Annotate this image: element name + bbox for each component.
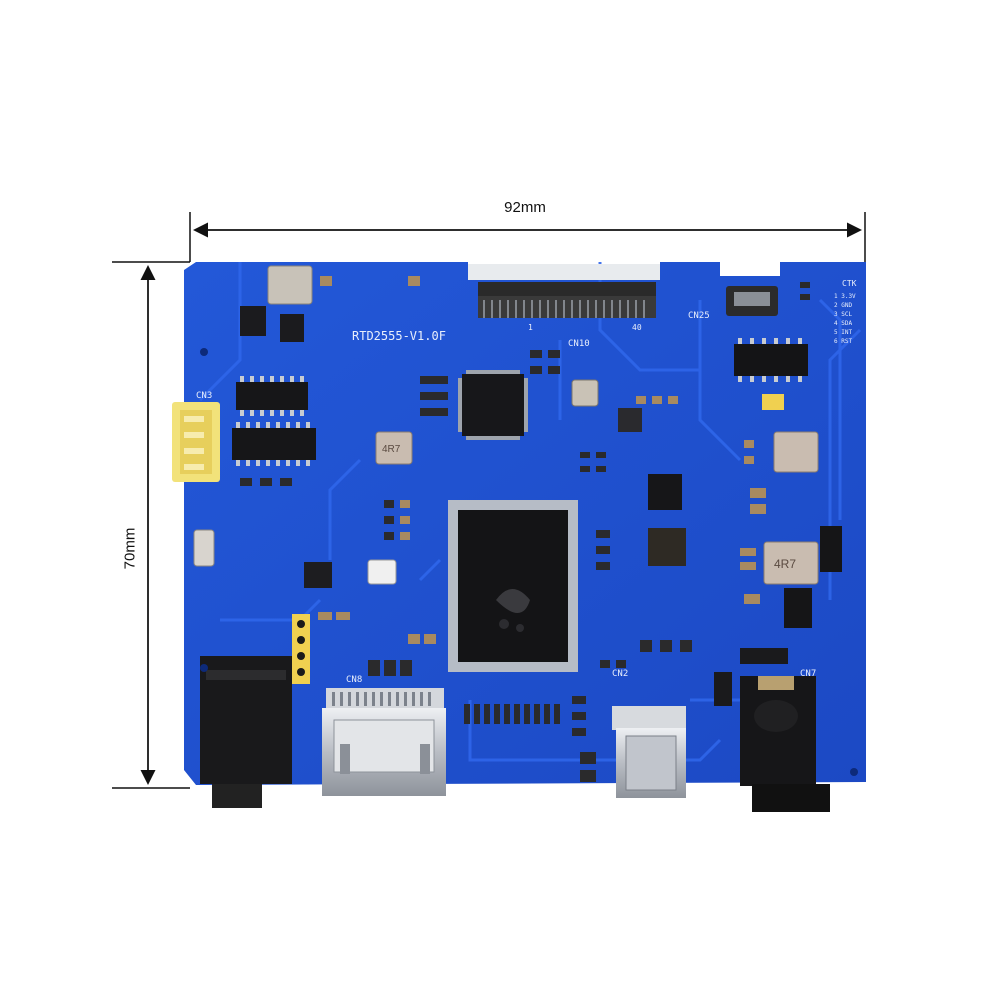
width-dimension-label: 92mm	[504, 199, 546, 216]
silk-cn25: CN25	[688, 311, 710, 321]
ic-u4	[304, 562, 332, 588]
smd-components	[240, 276, 810, 782]
mounting-holes	[200, 348, 858, 776]
silk-cn7: CN7	[800, 669, 816, 679]
silk-ctk: CTK	[842, 279, 857, 288]
crystal-y2	[571, 379, 599, 407]
tact-switch	[193, 529, 215, 567]
ic-u12	[784, 588, 812, 628]
silk-fpc-pin1: 1	[528, 323, 533, 332]
pcb-traces	[198, 262, 862, 762]
silk-ctk-pin6: 6 RST	[834, 338, 852, 345]
ic-u20	[734, 338, 808, 382]
transistor-q1	[240, 306, 266, 336]
diode-d5	[820, 526, 842, 572]
main-scaler-ic	[448, 500, 578, 672]
audio-jack	[200, 656, 292, 808]
ic-u1	[280, 314, 304, 342]
component-d3	[740, 648, 788, 664]
hdmi-connector-cn8	[322, 688, 446, 796]
inductor-right-upper	[773, 431, 819, 473]
inductor-right	[763, 541, 819, 585]
silk-ctk-pin2: 2 GND	[834, 302, 852, 309]
connector-cn3	[172, 402, 220, 482]
silk-cn8: CN8	[346, 675, 362, 685]
silk-ctk-pin1: 1 3.3V	[834, 293, 856, 300]
connector-cn25	[726, 286, 778, 316]
silk-model: RTD2555-V1.0F	[352, 329, 446, 343]
ic-u16-qfp	[458, 370, 528, 440]
silk-cn3: CN3	[196, 391, 212, 401]
dc-barrel-jack-cn7	[740, 676, 830, 812]
silk-ctk-pin5: 5 INT	[834, 329, 852, 336]
inductor-left	[375, 431, 413, 465]
silk-ctk-pin3: 3 SCL	[834, 311, 852, 318]
silk-cn10: CN10	[568, 339, 590, 349]
inductor-mark-right: 4R7	[774, 557, 796, 571]
ic-u2	[618, 408, 642, 432]
silk-fpc-pin40: 40	[632, 323, 642, 332]
diode-d4	[714, 672, 732, 706]
usb-c-connector	[612, 706, 686, 798]
ic-left-middle	[232, 422, 316, 466]
crystal-y1	[367, 559, 397, 585]
ic-u5	[648, 474, 682, 510]
ic-left-upper	[236, 376, 308, 416]
inductor-mark-left: 4R7	[382, 444, 401, 455]
pin-header	[292, 614, 310, 684]
regulator-top-left	[267, 265, 313, 305]
silk-cn2: CN2	[612, 669, 628, 679]
height-dimension-label: 70mm	[121, 527, 139, 570]
silk-ctk-pin4: 4 SDA	[834, 320, 852, 327]
resistor-row	[464, 704, 560, 724]
ic-u9	[648, 528, 686, 566]
dimension-lines	[112, 212, 866, 789]
fpc-connector-cn10	[468, 264, 660, 318]
